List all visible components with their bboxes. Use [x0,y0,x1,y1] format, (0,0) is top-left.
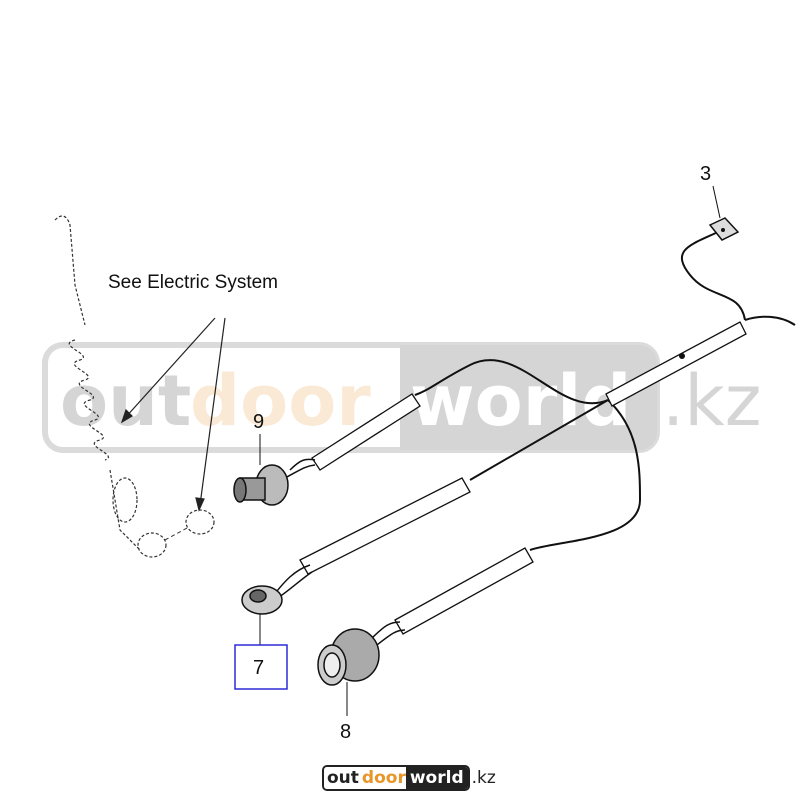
logo-out: out [324,767,362,789]
watermark: out door world .kz [42,342,762,453]
logo-door: door [361,767,406,789]
logo-kz: .kz [471,768,496,788]
watermark-kz: .kz [662,360,762,442]
part-9-switch [233,458,316,506]
part-7-sensor [241,564,313,615]
watermark-out: out [60,360,191,442]
callout-8: 8 [340,721,351,743]
part-3-sensor [708,217,740,241]
see-electric-system-note: See Electric System [108,272,278,293]
coil-cable-reference [54,215,215,558]
watermark-world: world [410,360,631,442]
logo-world: world [405,767,468,789]
part-8-sensor [317,621,406,686]
callout-9: 9 [253,411,264,433]
note-arrows [120,317,226,512]
wiring-harness [414,231,796,551]
cable-sleeves [299,321,747,635]
callout-7-highlight-box[interactable] [234,644,288,690]
callout-3: 3 [700,163,711,185]
callout-7: 7 [253,657,264,679]
watermark-door: door [190,360,371,442]
